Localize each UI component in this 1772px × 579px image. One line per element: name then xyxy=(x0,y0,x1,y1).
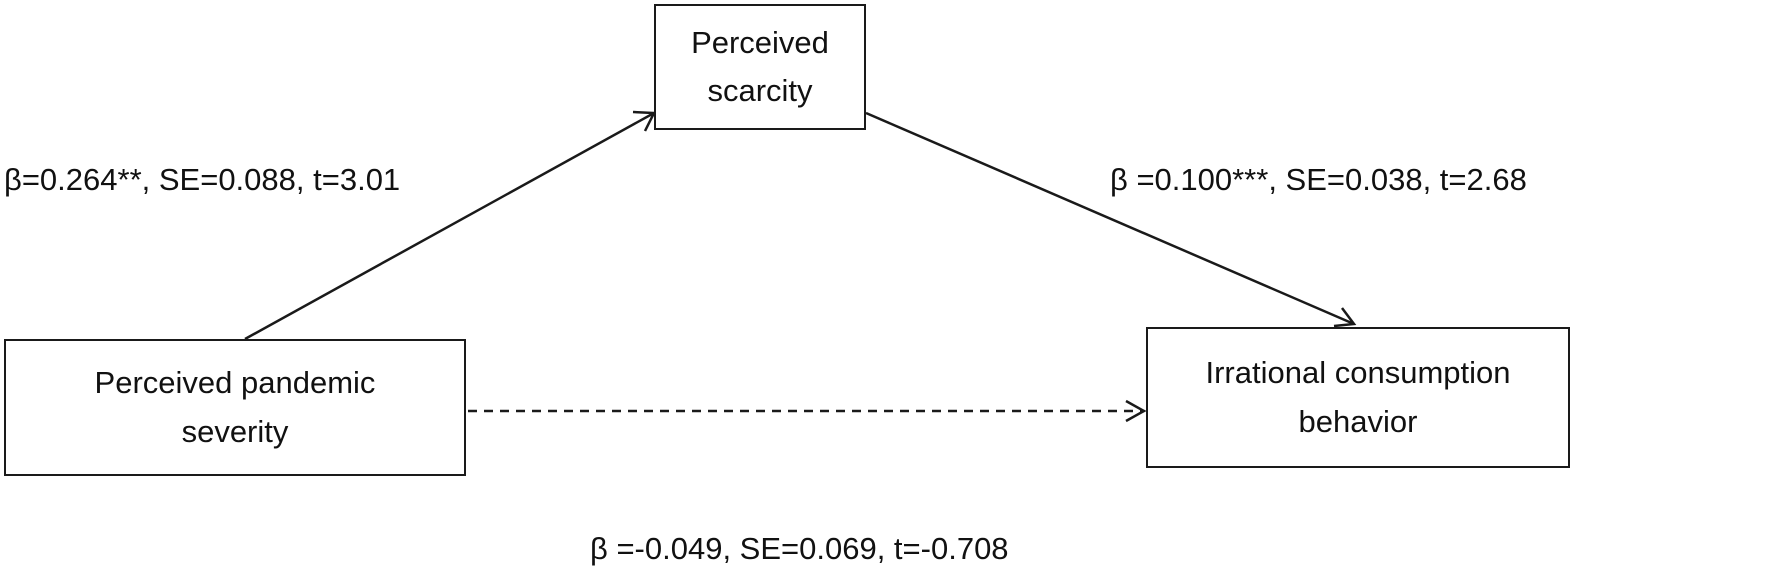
edge-scarcity-to-behavior xyxy=(865,111,1355,326)
node-perceived-scarcity: Perceived scarcity xyxy=(654,4,866,130)
path-c-coefficient-label: β =-0.049, SE=0.069, t=-0.708 xyxy=(590,531,1009,566)
node-irrational-consumption-behavior-label: Irrational consumption behavior xyxy=(1205,355,1511,439)
node-perceived-scarcity-label: Perceived scarcity xyxy=(691,24,829,108)
arrowhead-severity-to-behavior xyxy=(1125,399,1147,423)
edge-severity-to-scarcity xyxy=(244,111,655,341)
path-a-coefficient-label: β=0.264**, SE=0.088, t=3.01 xyxy=(4,162,401,197)
node-irrational-consumption-behavior: Irrational consumption behavior xyxy=(1146,327,1570,468)
node-perceived-pandemic-severity: Perceived pandemic severity xyxy=(4,339,466,476)
node-perceived-pandemic-severity-label: Perceived pandemic severity xyxy=(94,365,376,449)
path-b-coefficient-label: β =0.100***, SE=0.038, t=2.68 xyxy=(1110,162,1527,197)
arrowhead-scarcity-to-behavior xyxy=(1333,307,1357,328)
